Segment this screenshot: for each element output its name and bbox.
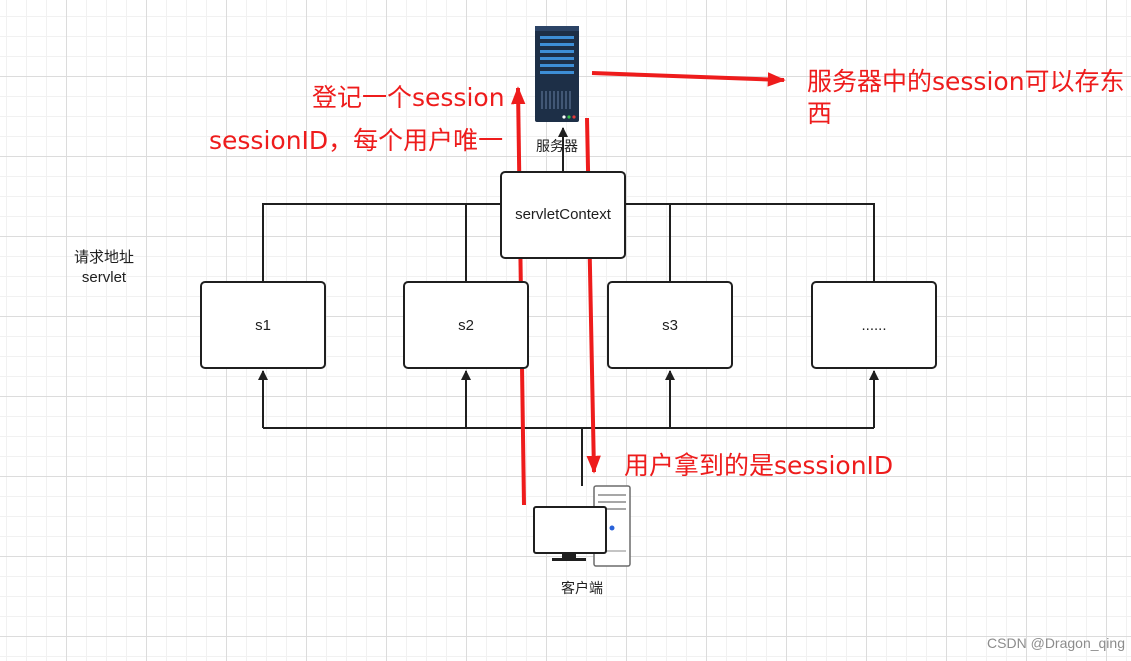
server-stores-annotation: 服务器中的session可以存东 西	[807, 66, 1125, 130]
register-session-annotation: 登记一个session	[312, 83, 505, 112]
csdn-watermark: CSDN @Dragon_qing	[987, 635, 1125, 651]
client-label: 客户端	[561, 580, 603, 596]
user-gets-session-id-annotation: 用户拿到的是sessionID	[624, 451, 894, 480]
request-address-line2: servlet	[81, 269, 127, 286]
server-storage-red-arrow	[591, 71, 786, 87]
servlet-context-node[interactable]: servletContext	[500, 171, 626, 259]
servlet-node-s1[interactable]: s1	[200, 281, 326, 369]
servlet-node-label: s1	[255, 316, 271, 334]
servlet-node-label: s3	[662, 316, 678, 334]
servlet-node-s3[interactable]: s3	[607, 281, 733, 369]
servlet-node-label: s2	[458, 316, 474, 334]
context-to-servlets-lines	[262, 203, 875, 281]
servlet-node-s2[interactable]: s2	[403, 281, 529, 369]
server-label: 服务器	[536, 138, 578, 154]
servlet-node-label: ......	[861, 316, 887, 334]
request-address-line1: 请求地址	[73, 249, 134, 266]
client-to-servlets-lines	[258, 370, 879, 486]
server-stores-line1: 服务器中的session可以存东	[807, 67, 1125, 96]
server-stores-line2: 西	[807, 99, 833, 128]
desktop-computer-icon	[532, 485, 632, 572]
servlet-context-label: servletContext	[515, 206, 611, 223]
request-address-label: 请求地址 servlet	[54, 248, 154, 288]
session-id-unique-annotation: sessionID，每个用户唯一	[209, 126, 504, 155]
servlet-node-more[interactable]: ......	[811, 281, 937, 369]
server-rack-icon	[534, 25, 580, 128]
